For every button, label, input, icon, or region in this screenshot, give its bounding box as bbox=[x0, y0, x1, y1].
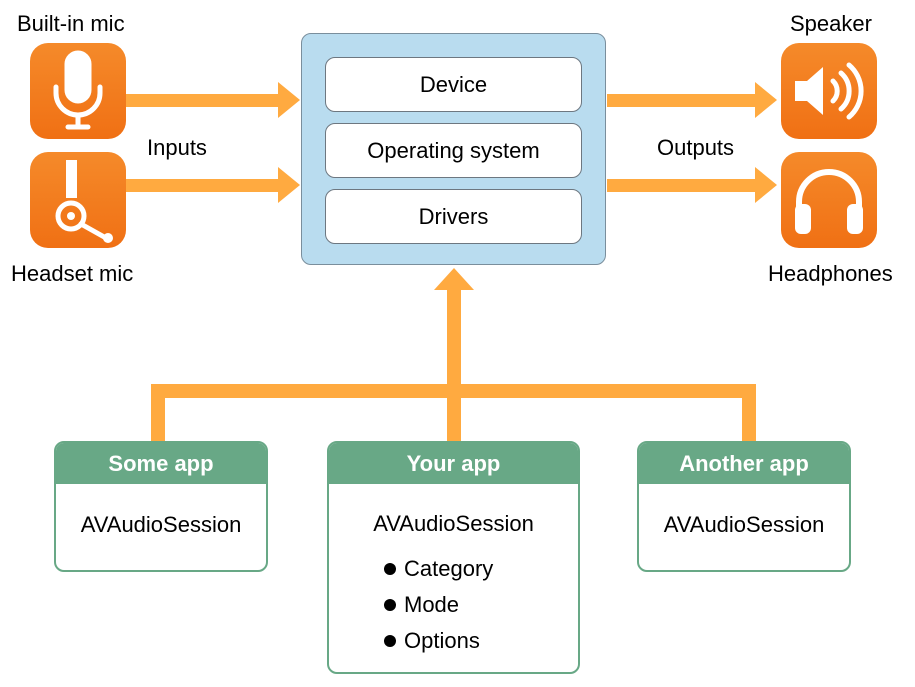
your-app-title: Your app bbox=[329, 443, 578, 484]
built-in-mic-tile bbox=[30, 43, 126, 139]
inputs-heading: Inputs bbox=[147, 135, 207, 160]
another-app-session: AVAudioSession bbox=[663, 512, 825, 537]
speaker-tile bbox=[781, 43, 877, 139]
headphones-icon bbox=[795, 169, 863, 234]
output-arrow-headphones bbox=[607, 167, 777, 203]
outputs-heading: Outputs bbox=[657, 135, 735, 160]
speaker-icon bbox=[795, 62, 864, 120]
input-arrow-built-in-mic bbox=[126, 82, 300, 118]
another-app-box: Another app AVAudioSession bbox=[637, 441, 851, 572]
bullet-icon bbox=[384, 635, 396, 647]
headphones-tile bbox=[781, 152, 877, 248]
headset-mic-icon bbox=[55, 160, 113, 243]
config-item-options: Options bbox=[384, 623, 578, 659]
your-app-session: AVAudioSession bbox=[373, 511, 534, 536]
another-app-title: Another app bbox=[639, 443, 849, 484]
your-app-box: Your app AVAudioSession Category Mode Op… bbox=[327, 441, 580, 674]
bullet-icon bbox=[384, 563, 396, 575]
headset-mic-tile bbox=[30, 152, 126, 248]
session-config-list: Category Mode Options bbox=[329, 551, 578, 659]
headset-mic-label: Headset mic bbox=[11, 261, 134, 286]
operating-system-layer: Operating system bbox=[325, 123, 582, 178]
built-in-mic-label: Built-in mic bbox=[17, 11, 125, 36]
device-layer: Device bbox=[325, 57, 582, 112]
app-connector-arrow bbox=[151, 268, 756, 442]
some-app-title: Some app bbox=[56, 443, 266, 484]
output-arrow-speaker bbox=[607, 82, 777, 118]
some-app-session: AVAudioSession bbox=[80, 512, 242, 537]
headphones-label: Headphones bbox=[768, 261, 893, 286]
microphone-icon bbox=[53, 50, 103, 130]
config-item-category: Category bbox=[384, 551, 578, 587]
config-item-mode: Mode bbox=[384, 587, 578, 623]
some-app-box: Some app AVAudioSession bbox=[54, 441, 268, 572]
system-stack: Device Operating system Drivers bbox=[301, 33, 606, 265]
drivers-layer: Drivers bbox=[325, 189, 582, 244]
bullet-icon bbox=[384, 599, 396, 611]
input-arrow-headset-mic bbox=[126, 167, 300, 203]
speaker-label: Speaker bbox=[790, 11, 872, 36]
